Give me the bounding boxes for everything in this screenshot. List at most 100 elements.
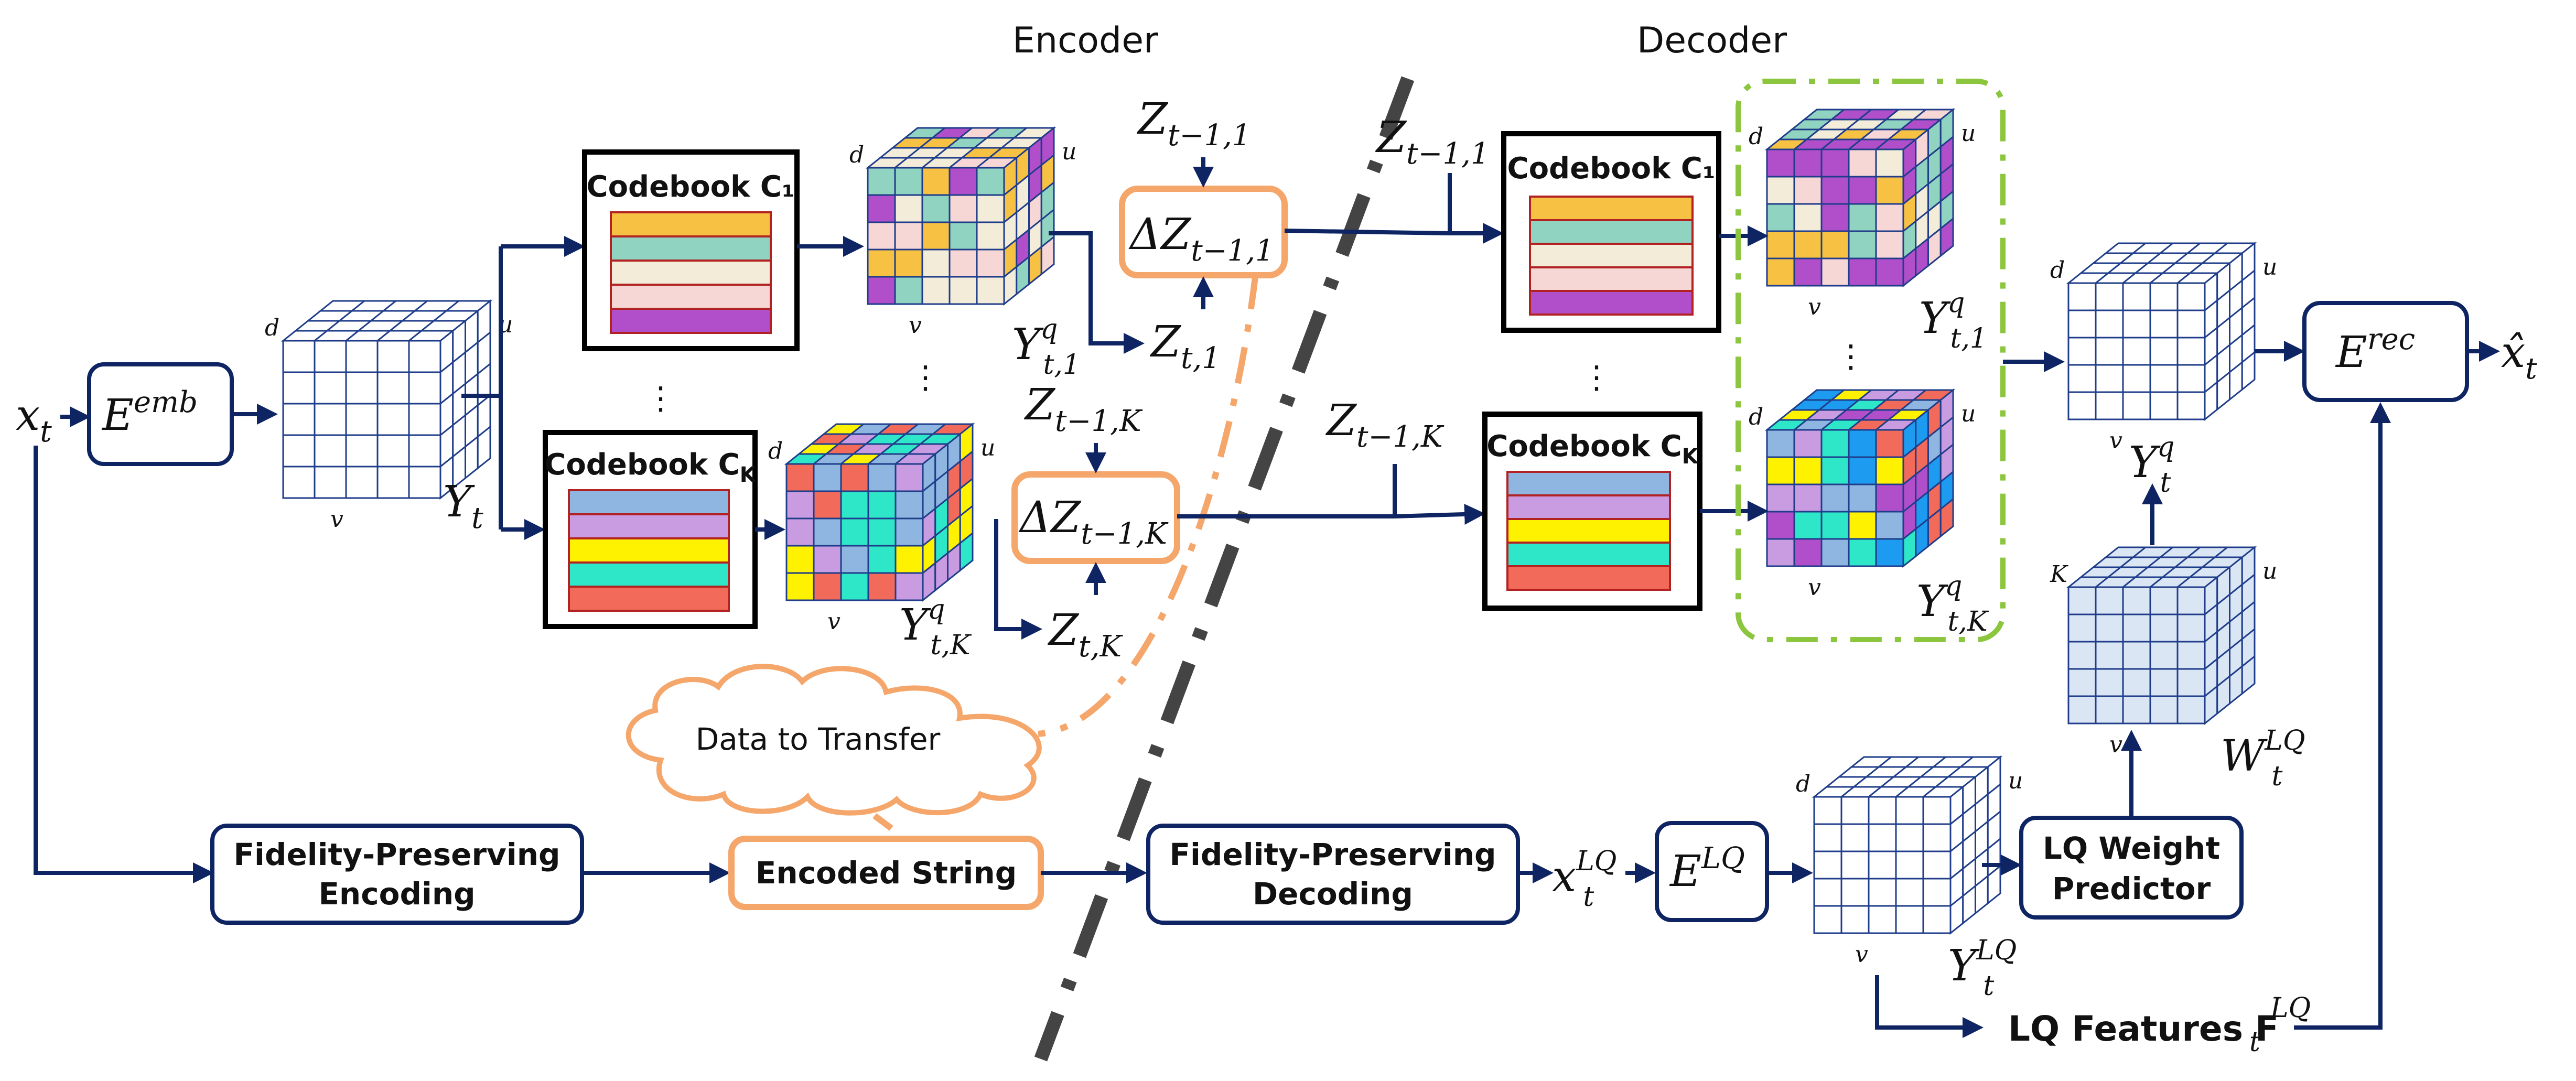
cube-cell xyxy=(345,403,379,436)
cube-cell xyxy=(959,531,974,572)
cube-cell xyxy=(1939,497,1954,538)
codebook-entry xyxy=(1529,266,1694,292)
codebook-entry xyxy=(610,211,772,237)
cube-cell xyxy=(813,517,842,547)
codebook-entry xyxy=(1529,219,1694,245)
cube-cell xyxy=(345,371,379,405)
cube-cell xyxy=(1875,456,1904,485)
cube-cell xyxy=(1766,429,1795,458)
cube-axis-label-u: u xyxy=(2262,558,2277,585)
encoder-codebook-ck-rows xyxy=(568,489,730,612)
cube-cell xyxy=(1820,511,1850,540)
delta-z-k-label: ΔZt−1,K xyxy=(1018,493,1169,551)
cube-axis-label-v: v xyxy=(1808,294,1821,320)
cube-cell xyxy=(2067,586,2097,615)
codebook-entry xyxy=(568,489,730,515)
cube-axis-label-v: v xyxy=(330,506,343,533)
cube-axis-label-d: d xyxy=(2050,257,2065,284)
cube-cell xyxy=(921,167,951,196)
y-t-label: Yt xyxy=(443,477,483,535)
cube-cell xyxy=(1868,905,1897,934)
cube-cell xyxy=(408,466,441,499)
cube-cell xyxy=(282,434,316,468)
cube-cell xyxy=(976,276,1005,305)
cube-cell xyxy=(1895,796,1924,825)
cube-cell xyxy=(1875,429,1904,458)
cube-cell xyxy=(867,194,896,223)
codebook-entry xyxy=(568,537,730,564)
cube-cell xyxy=(1793,230,1823,260)
cube-cell xyxy=(1875,148,1904,178)
cube-cell xyxy=(1848,230,1877,260)
cube-cell xyxy=(2176,309,2206,339)
cube-cell xyxy=(2149,641,2179,670)
cube-cell xyxy=(1848,538,1877,567)
codebook-entry xyxy=(1529,290,1694,316)
encoder-codebook-c1-rows xyxy=(610,211,772,334)
codebook-entry xyxy=(568,513,730,539)
lq-features-label: LQ Features Ft xyxy=(2008,1001,2299,1051)
cube-cell xyxy=(1766,148,1795,178)
cube-cell xyxy=(2176,641,2206,670)
cube-cell xyxy=(813,463,842,492)
cube-axis-label-d: d xyxy=(849,142,864,168)
cube-cell xyxy=(1820,203,1850,232)
cube-cell xyxy=(2176,668,2206,697)
cube-cell xyxy=(1793,511,1823,540)
cube-cell xyxy=(2149,586,2179,615)
cube-cell xyxy=(840,572,869,601)
cube-cell xyxy=(2149,668,2179,697)
cube-cell xyxy=(867,463,897,492)
cube-cell xyxy=(1875,538,1904,567)
cube-cell xyxy=(1040,235,1055,276)
cube-cell xyxy=(1793,483,1823,513)
cube-cell xyxy=(1793,203,1823,232)
cube-axis-label-d: d xyxy=(265,315,279,341)
cube-axis-label-v: v xyxy=(1855,941,1868,968)
codebook-entry xyxy=(568,586,730,612)
cube-cell xyxy=(1840,796,1870,825)
cube-cell xyxy=(1895,823,1924,852)
cube-cell xyxy=(1922,905,1952,934)
cube-cell xyxy=(1848,429,1877,458)
cube-cell xyxy=(282,371,316,405)
cube-cell xyxy=(976,167,1005,196)
cube-cell xyxy=(1895,850,1924,880)
cube-cell xyxy=(1793,456,1823,485)
cube-cell xyxy=(1939,217,1954,258)
cube-cell xyxy=(1820,456,1850,485)
cube-cell xyxy=(1766,257,1795,287)
cube-cell xyxy=(314,466,347,499)
codebook-entry xyxy=(610,260,772,286)
vertical-dots-4: ⋮ xyxy=(1835,338,1867,375)
cube-cell xyxy=(2095,695,2124,725)
cube-cell xyxy=(1848,176,1877,205)
cube-cell xyxy=(2067,391,2097,420)
cube-cell xyxy=(1813,823,1842,852)
cube-cell xyxy=(1922,823,1952,852)
cube-cell xyxy=(2149,364,2179,393)
cube-cell xyxy=(2122,613,2151,643)
lq-encoder-label: ELQ xyxy=(1669,841,1745,896)
cube-axis-label-v: v xyxy=(2109,427,2122,454)
cube-cell xyxy=(813,545,842,574)
lq-weight-predictor-label-2: Predictor xyxy=(2052,871,2211,906)
cube-cell xyxy=(949,194,978,223)
cube-cell xyxy=(1766,538,1795,567)
cube-cell xyxy=(1840,850,1870,880)
fp-decoding-label-2: Decoding xyxy=(1253,876,1413,912)
cube-cell xyxy=(949,276,978,305)
z-prev-k-enc-label: Zt−1,K xyxy=(1023,380,1143,438)
cube-cell xyxy=(1868,823,1897,852)
cube-cell xyxy=(2176,282,2206,311)
cube-cell xyxy=(1848,203,1877,232)
cube-cell xyxy=(867,572,897,601)
cube-cell xyxy=(1820,429,1850,458)
